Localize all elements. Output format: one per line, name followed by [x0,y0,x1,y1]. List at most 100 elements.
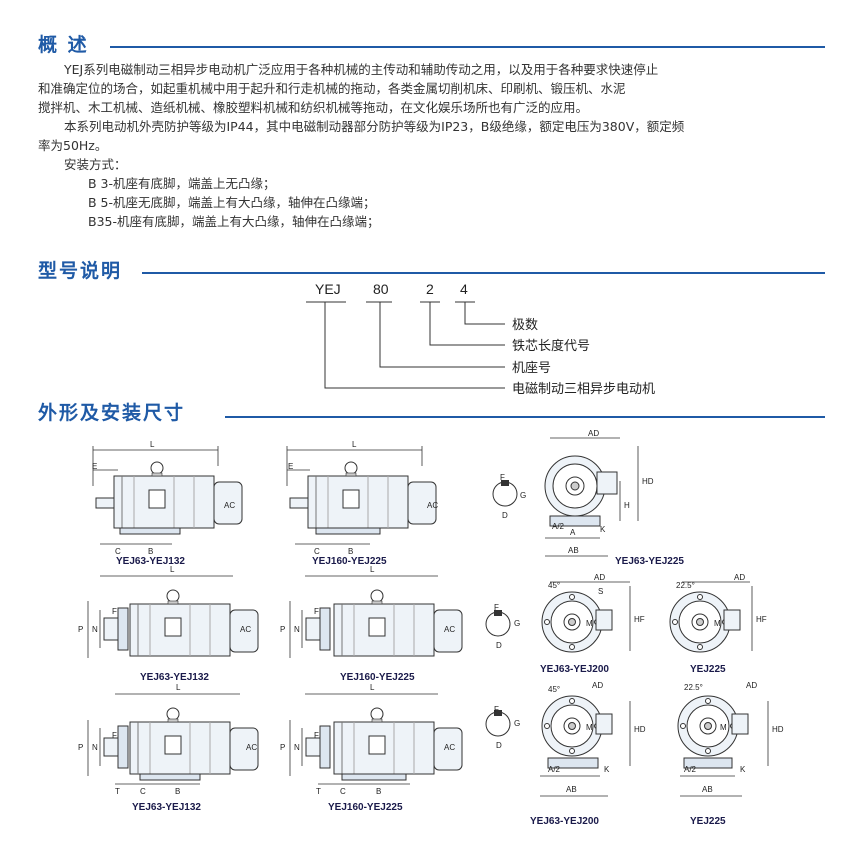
dim-m: M [586,619,593,628]
caption-d11: YEJ225 [690,816,726,827]
dim-c: C [115,547,121,556]
dim-a2: A/2 [548,765,561,774]
label-frame: 机座号 [512,360,551,375]
caption-d9: YEJ160-YEJ225 [328,802,403,813]
drawing-b35-end-small [485,695,613,769]
dim-c: C [140,787,146,796]
dim-angle-225: 22.5° [676,581,695,590]
dim-ac: AC [224,501,235,510]
label-core: 铁芯长度代号 [512,338,590,353]
dim-b: B [348,547,353,556]
drawing-b35-end-large [677,695,749,769]
overview-line: YEJ系列电磁制动三相异步电动机广泛应用于各种机械的主传动和辅助传动之用，以及用… [64,62,659,77]
section-title-dimensions: 外形及安装尺寸 [38,402,186,424]
dim-l: L [150,440,155,449]
section-dimensions-header: 外形及安装尺寸 [0,398,855,428]
dimension-drawings: L E C B AC L E C B AC AD HD H A A/2 AB K… [78,429,784,827]
dim-f: F [500,473,505,482]
overview-line: 率为50Hz。 [38,138,108,153]
dim-ad: AD [734,573,745,582]
section-overview-header: 概 述 [0,30,855,60]
dim-l: L [370,683,375,692]
code-core: 2 [426,281,434,297]
dim-ac: AC [246,743,257,752]
dim-hd: HD [634,725,646,734]
dim-a2: A/2 [552,522,565,531]
dim-f: F [112,731,117,740]
dim-s: S [598,587,603,596]
dim-g: G [514,719,520,728]
dim-l: L [176,683,181,692]
code-poles: 4 [460,281,468,297]
section-title-model: 型号说明 [38,260,123,282]
dim-hf: HF [634,615,645,624]
dim-n: N [294,743,300,752]
dim-angle-45: 45° [548,581,560,590]
dim-b: B [175,787,180,796]
install-b3: B 3-机座有底脚，端盖上无凸缘； [88,176,276,191]
code-frame: 80 [373,281,389,297]
dim-d: D [502,511,508,520]
overview-line: 搅拌机、木工机械、造纸机械、橡胶塑料机械和纺织机械等拖动，在文化娱乐场所也有广泛… [38,100,589,115]
dim-n: N [92,743,98,752]
dim-hd: HD [642,477,654,486]
dim-k: K [600,525,606,534]
overview-text: YEJ系列电磁制动三相异步电动机广泛应用于各种机械的主传动和辅助传动之用，以及用… [38,60,828,231]
dim-d: D [496,741,502,750]
dim-e: E [92,462,97,471]
drawing-captions: YEJ63-YEJ132 YEJ160-YEJ225 YEJ63-YEJ225 … [116,556,726,827]
dim-p: P [280,625,285,634]
dim-ad: AD [592,681,603,690]
dimension-labels: L E C B AC L E C B AC AD HD H A A/2 AB K… [78,429,784,796]
dim-g: G [520,491,526,500]
section-title-overview: 概 述 [38,34,89,56]
caption-d10: YEJ63-YEJ200 [530,816,599,827]
dim-a: A [570,528,576,537]
dim-f: F [314,731,319,740]
install-title: 安装方式： [64,157,127,172]
dim-angle-45: 45° [548,685,560,694]
dim-f: F [494,705,499,714]
dim-l: L [370,565,375,574]
dim-m: M [720,723,727,732]
section-rule [142,272,825,274]
dim-b: B [376,787,381,796]
caption-d1: YEJ63-YEJ132 [116,556,185,567]
caption-d7: YEJ225 [690,664,726,675]
dim-ac: AC [444,743,455,752]
dim-ad: AD [746,681,757,690]
dim-f: F [314,607,319,616]
caption-d2: YEJ160-YEJ225 [312,556,387,567]
dim-f: F [112,607,117,616]
code-yej: YEJ [315,281,341,297]
drawing-b3-end [492,455,618,527]
dim-p: P [78,743,83,752]
dim-ac: AC [427,501,438,510]
drawing-b3-large [289,461,437,535]
dim-p: P [280,743,285,752]
dim-ab: AB [702,785,713,794]
dimension-lines [87,437,769,797]
caption-d8: YEJ63-YEJ132 [132,802,201,813]
dim-p: P [78,625,83,634]
dim-ab: AB [568,546,579,555]
dim-k: K [604,765,610,774]
install-b35: B35-机座有底脚，端盖上有大凸缘，轴伸在凸缘端； [88,214,380,229]
dim-ac: AC [444,625,455,634]
dim-t: T [115,787,120,796]
label-poles: 极数 [512,317,538,332]
caption-d6: YEJ63-YEJ200 [540,664,609,675]
dim-m: M [586,723,593,732]
overview-line: 本系列电动机外壳防护等级为IP44，其中电磁制动器部分防护等级为IP23，B级绝… [64,119,685,134]
drawing-b35-large [305,707,463,781]
section-rule [225,416,825,418]
dim-n: N [92,625,98,634]
dim-c: C [314,547,320,556]
dim-c: C [340,787,346,796]
dim-k: K [740,765,746,774]
dim-l: L [352,440,357,449]
install-b5: B 5-机座无底脚，端盖上有大凸缘，轴伸在凸缘端； [88,195,376,210]
dim-ad: AD [588,429,599,438]
dim-hd: HD [772,725,784,734]
drawing-b35-small [103,707,259,781]
